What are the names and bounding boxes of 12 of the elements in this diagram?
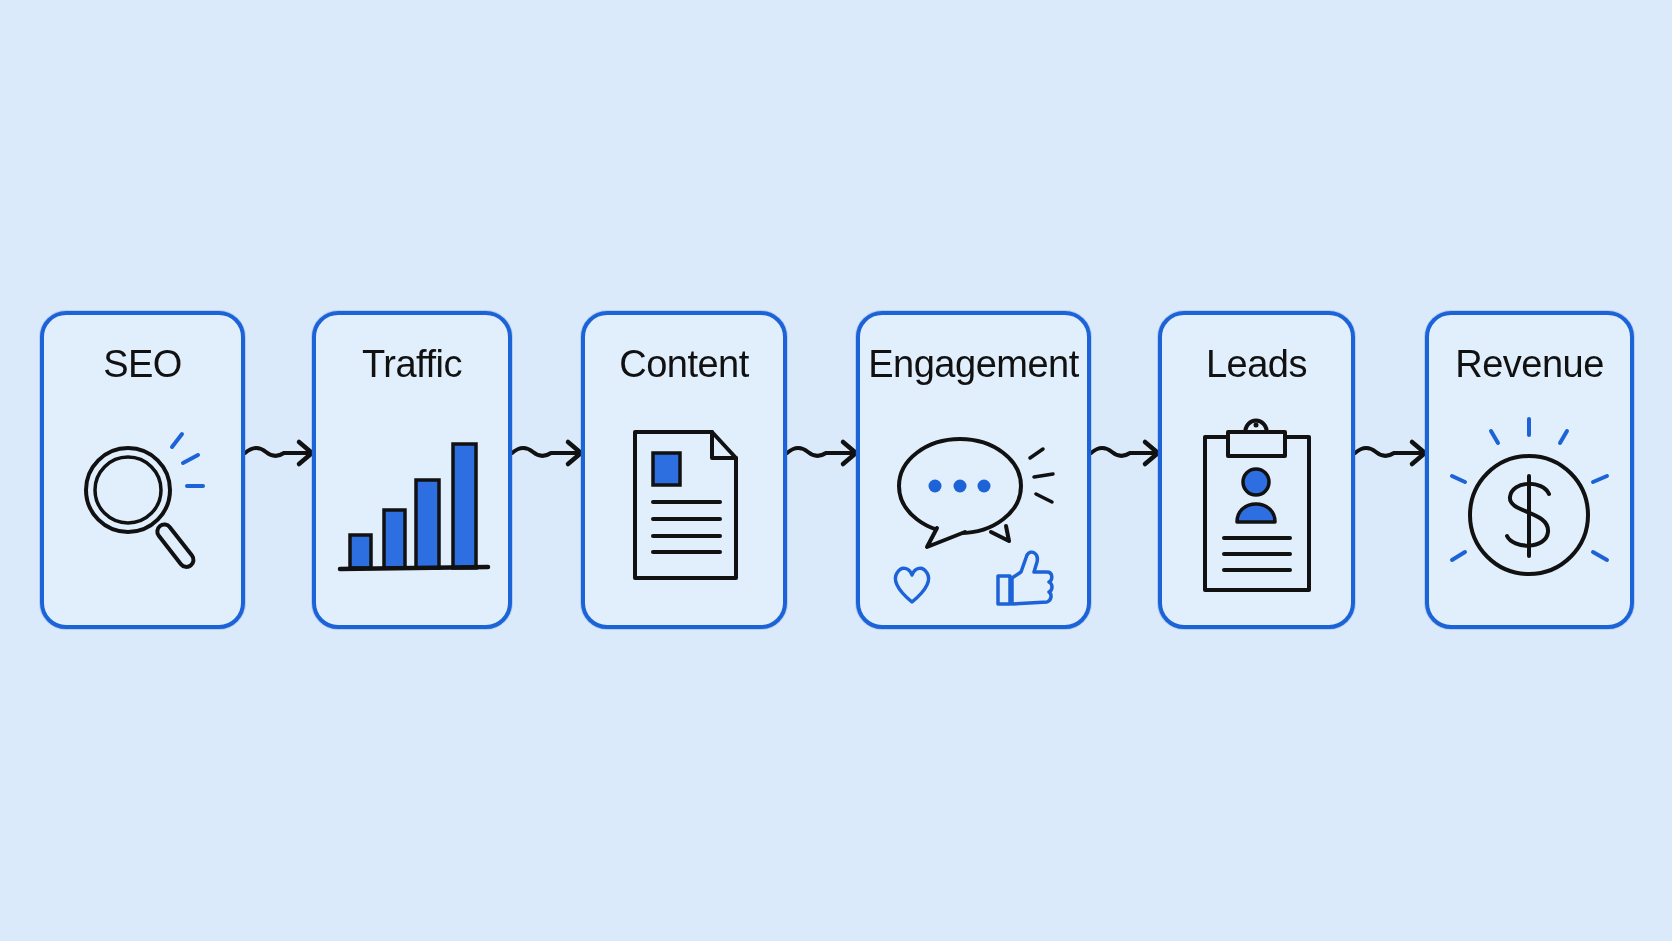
step-title: Content [619, 343, 749, 387]
step-title: Traffic [362, 343, 462, 387]
step-card [1158, 311, 1355, 629]
step-card [40, 311, 245, 629]
step-card [581, 311, 787, 629]
step-title: Engagement [868, 343, 1079, 387]
step-title: Leads [1205, 343, 1307, 387]
step-card [1425, 311, 1634, 629]
step-card [856, 311, 1091, 629]
step-title: Revenue [1455, 343, 1604, 387]
step-card [312, 311, 512, 629]
step-title: SEO [103, 343, 182, 387]
